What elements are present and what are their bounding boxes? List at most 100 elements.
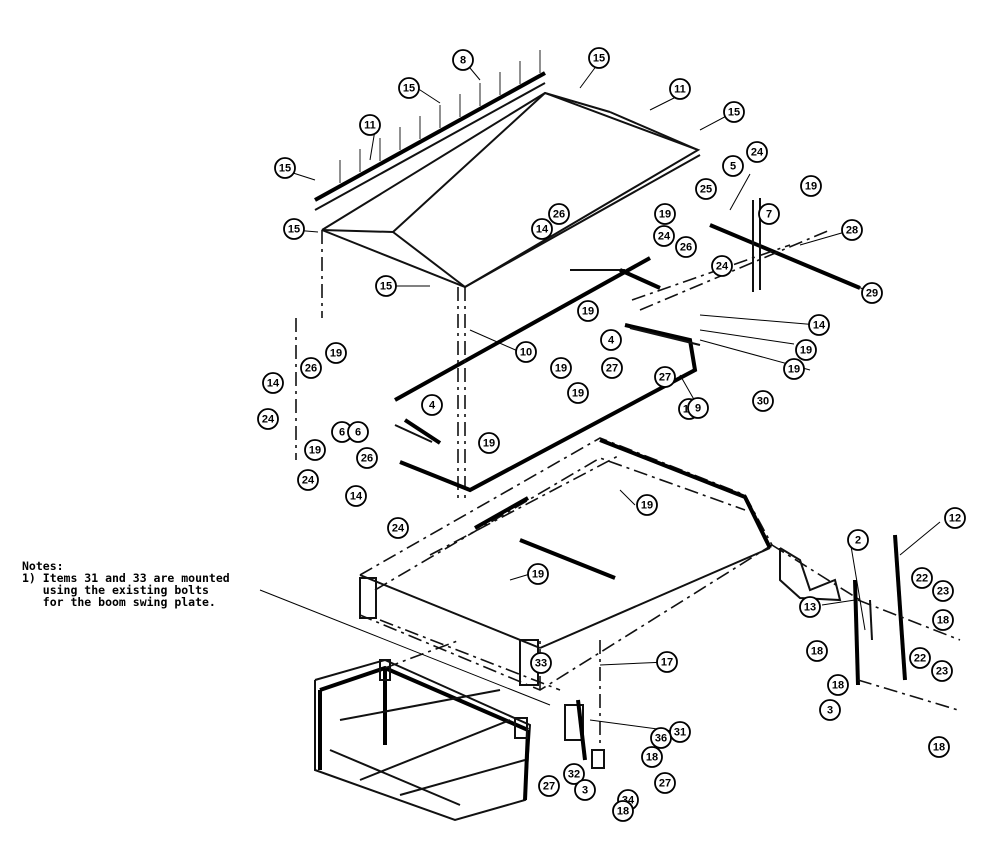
- callout-number: 14: [536, 224, 549, 236]
- callout-number: 29: [866, 288, 878, 300]
- callout-balloon: 14: [262, 372, 284, 394]
- callout-number: 22: [914, 653, 926, 665]
- notes-heading: Notes:: [22, 559, 64, 573]
- cab-body: [359, 437, 861, 745]
- callout-number: 15: [593, 53, 605, 65]
- callout-number: 33: [535, 658, 547, 670]
- callout-balloon: 32: [563, 763, 585, 785]
- callout-balloon: 13: [799, 596, 821, 618]
- callout-number: 15: [279, 163, 291, 175]
- callout-balloon: 18: [928, 736, 950, 758]
- callout-number: 18: [811, 646, 823, 658]
- callout-number: 18: [617, 806, 629, 818]
- callout-number: 27: [659, 778, 671, 790]
- callout-balloon: 18: [612, 800, 634, 822]
- callout-balloon: 18: [932, 609, 954, 631]
- notes-block: Notes:1) Items 31 and 33 are mounted usi…: [22, 560, 230, 608]
- chassis-frame: [314, 639, 532, 822]
- callout-balloon: 2: [847, 529, 869, 551]
- callout-balloon: 15: [588, 47, 610, 69]
- callout-balloon: 19: [550, 357, 572, 379]
- callout-number: 23: [937, 586, 949, 598]
- callout-balloon: 5: [722, 155, 744, 177]
- callout-number: 9: [695, 403, 701, 415]
- callout-balloon: 28: [841, 219, 863, 241]
- callout-balloon: 23: [932, 580, 954, 602]
- callout-balloon: 11: [669, 78, 691, 100]
- callout-number: 19: [572, 388, 584, 400]
- callout-balloon: 19: [636, 494, 658, 516]
- leader-lines: [259, 64, 941, 733]
- callout-balloon: 22: [911, 567, 933, 589]
- callout-balloon: 18: [806, 640, 828, 662]
- callout-number: 3: [582, 785, 588, 797]
- callout-number: 28: [846, 225, 858, 237]
- callout-balloon: 19: [527, 563, 549, 585]
- callout-number: 4: [608, 335, 615, 347]
- callout-balloon: 22: [909, 647, 931, 669]
- notes-line-3: for the boom swing plate.: [22, 595, 216, 609]
- callout-balloon: 14: [531, 218, 553, 240]
- callout-balloon: 15: [274, 157, 296, 179]
- callout-balloon: 19: [478, 432, 500, 454]
- callout-balloon: 18: [827, 674, 849, 696]
- callout-balloon: 24: [387, 517, 409, 539]
- callout-balloon: 27: [654, 772, 676, 794]
- callout-number: 19: [532, 569, 544, 581]
- callout-number: 18: [933, 742, 945, 754]
- notes-line-1: 1) Items 31 and 33 are mounted: [22, 571, 230, 585]
- callout-balloon: 24: [297, 469, 319, 491]
- callout-balloon: 26: [356, 447, 378, 469]
- callout-balloon: 15: [283, 218, 305, 240]
- callout-balloon: 17: [656, 651, 678, 673]
- callout-number: 27: [543, 781, 555, 793]
- callout-balloon: 4: [600, 329, 622, 351]
- callout-number: 15: [288, 224, 300, 236]
- callout-balloon: 30: [752, 390, 774, 412]
- callout-number: 18: [937, 615, 949, 627]
- callout-balloon: 3: [819, 699, 841, 721]
- callout-number: 11: [674, 84, 686, 96]
- callout-balloon: 36: [650, 727, 672, 749]
- callout-balloon: 10: [515, 341, 537, 363]
- callout-balloon: 18: [641, 746, 663, 768]
- callout-balloon: 25: [695, 178, 717, 200]
- callout-number: 14: [267, 378, 280, 390]
- callout-number: 4: [429, 400, 436, 412]
- callout-balloon: 14: [808, 314, 830, 336]
- callout-balloon: 19: [800, 175, 822, 197]
- callout-balloon: 15: [375, 275, 397, 297]
- callout-number: 18: [832, 680, 844, 692]
- callout-number: 15: [403, 83, 415, 95]
- callout-balloon: 24: [711, 255, 733, 277]
- callout-balloon: 4: [421, 394, 443, 416]
- callout-number: 6: [355, 427, 361, 439]
- callout-balloon: 27: [538, 775, 560, 797]
- callout-number: 26: [361, 453, 373, 465]
- callout-number: 15: [380, 281, 392, 293]
- callout-number: 6: [339, 427, 345, 439]
- callout-number: 10: [520, 347, 532, 359]
- callout-balloon: 19: [783, 358, 805, 380]
- callout-balloon: 15: [723, 101, 745, 123]
- callout-number: 24: [658, 231, 671, 243]
- callout-number: 19: [555, 363, 567, 375]
- callout-balloon: 24: [653, 225, 675, 247]
- callout-number: 24: [302, 475, 315, 487]
- callout-balloon: 6: [347, 421, 369, 443]
- callout-number: 19: [800, 345, 812, 357]
- callout-number: 12: [949, 513, 961, 525]
- callout-number: 2: [855, 535, 861, 547]
- callout-balloon: 19: [325, 342, 347, 364]
- callout-balloon: 14: [345, 485, 367, 507]
- callout-balloon: 27: [654, 366, 676, 388]
- callout-balloon: 29: [861, 282, 883, 304]
- callout-balloon: 26: [548, 203, 570, 225]
- roof-canopy: [295, 50, 701, 500]
- callout-balloon: 24: [746, 141, 768, 163]
- callout-number: 30: [757, 396, 769, 408]
- callout-balloon: 12: [944, 507, 966, 529]
- callout-number: 13: [804, 602, 816, 614]
- callout-number: 18: [646, 752, 658, 764]
